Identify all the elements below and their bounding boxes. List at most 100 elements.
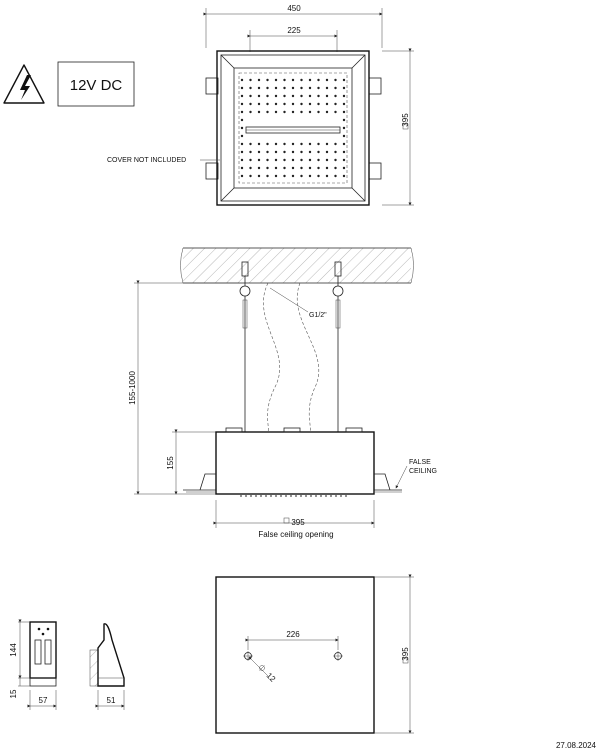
nozzle xyxy=(308,86,312,90)
nozzle xyxy=(283,78,286,82)
nozzle xyxy=(317,110,320,114)
nozzle xyxy=(317,150,320,154)
nozzle xyxy=(249,142,252,146)
top-view: 450 225 395 COVER NOT INCLUDED xyxy=(107,4,414,206)
plate-base-dimension: 15 xyxy=(9,689,18,698)
nozzle xyxy=(257,174,261,178)
nozzle xyxy=(291,142,295,146)
nozzle xyxy=(274,166,278,170)
nozzle xyxy=(317,158,320,162)
nozzle xyxy=(266,166,269,170)
nozzle xyxy=(291,86,295,90)
nozzle xyxy=(342,118,346,122)
nozzle xyxy=(317,142,320,146)
nozzle xyxy=(342,134,346,138)
nozzle xyxy=(266,86,269,90)
nozzle xyxy=(334,86,337,90)
nozzle xyxy=(342,166,346,170)
nozzle xyxy=(342,126,346,130)
nozzle xyxy=(300,174,303,178)
nozzle xyxy=(342,78,346,82)
nozzle xyxy=(308,110,312,114)
nozzle xyxy=(308,158,312,162)
nozzle xyxy=(283,166,286,170)
left-hanger xyxy=(239,261,251,432)
ceiling-slab xyxy=(183,248,411,283)
control-plate-side: 51 xyxy=(89,623,125,710)
nozzle xyxy=(249,102,252,106)
nozzle xyxy=(240,158,244,162)
opening-label: False ceiling opening xyxy=(258,530,333,539)
nozzle xyxy=(266,158,269,162)
nozzle xyxy=(342,142,346,146)
nozzle xyxy=(266,110,269,114)
nozzle xyxy=(325,174,329,178)
nozzle xyxy=(274,78,278,82)
inner-width-dimension: 225 xyxy=(287,26,301,35)
nozzle xyxy=(283,110,286,114)
nozzle xyxy=(274,158,278,162)
nozzle xyxy=(283,158,286,162)
nozzle xyxy=(249,94,252,98)
nozzle xyxy=(249,110,252,114)
nozzle xyxy=(240,94,244,98)
drop-range-dimension: 155-1000 xyxy=(128,371,137,405)
nozzle xyxy=(249,158,252,162)
cutout-size-dimension: 395 xyxy=(401,647,410,661)
nozzle xyxy=(300,142,303,146)
nozzle xyxy=(342,110,346,114)
nozzle xyxy=(257,142,261,146)
nozzle xyxy=(240,102,244,106)
nozzle xyxy=(257,110,261,114)
nozzle xyxy=(257,78,261,82)
nozzle xyxy=(308,94,312,98)
cutout-view: 226 12 395 xyxy=(215,574,414,734)
nozzle xyxy=(266,174,269,178)
right-hanger xyxy=(332,261,344,432)
nozzle xyxy=(300,78,303,82)
shower-box xyxy=(215,431,375,495)
nozzle xyxy=(274,94,278,98)
nozzle xyxy=(240,166,244,170)
nozzle xyxy=(274,142,278,146)
nozzle xyxy=(249,86,252,90)
nozzle xyxy=(308,150,312,154)
nozzle xyxy=(291,166,295,170)
plate-width-dimension: 57 xyxy=(39,696,48,705)
nozzle xyxy=(291,78,295,82)
hole-spacing-dimension: 226 xyxy=(286,630,300,639)
nozzle xyxy=(274,110,278,114)
nozzle xyxy=(283,150,286,154)
nozzle xyxy=(325,158,329,162)
nozzle xyxy=(300,94,303,98)
nozzle xyxy=(342,150,346,154)
nozzle xyxy=(266,78,269,82)
nozzle xyxy=(283,142,286,146)
top-width-dimension: 450 xyxy=(287,4,301,13)
nozzle xyxy=(325,102,329,106)
nozzle xyxy=(257,158,261,162)
nozzle xyxy=(325,110,329,114)
top-depth-dimension: 395 xyxy=(401,113,410,127)
nozzle xyxy=(317,86,320,90)
control-plate-front: 144 15 57 xyxy=(9,619,57,710)
nozzle xyxy=(334,150,337,154)
nozzle xyxy=(274,150,278,154)
nozzle-grid xyxy=(240,78,346,178)
nozzle xyxy=(342,102,346,106)
nozzle xyxy=(334,78,337,82)
nozzle xyxy=(300,158,303,162)
nozzle xyxy=(300,86,303,90)
nozzle xyxy=(308,166,312,170)
nozzle xyxy=(266,94,269,98)
nozzle xyxy=(342,94,346,98)
nozzle xyxy=(334,142,337,146)
nozzle xyxy=(291,150,295,154)
nozzle xyxy=(342,158,346,162)
nozzle xyxy=(317,174,320,178)
nozzle xyxy=(308,78,312,82)
nozzle xyxy=(334,174,337,178)
nozzle xyxy=(240,134,244,138)
nozzle xyxy=(266,102,269,106)
